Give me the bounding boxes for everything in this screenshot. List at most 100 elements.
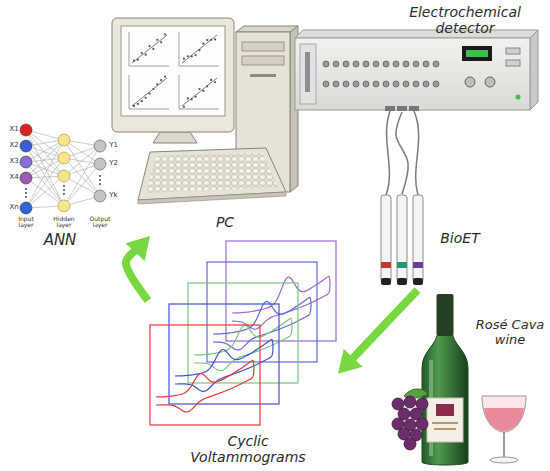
electrochemical-detector [409, 106, 419, 111]
electrochemical-detector [506, 60, 520, 66]
screen-plot [129, 109, 169, 110]
neural-network [94, 158, 106, 170]
connector-socket [383, 81, 389, 87]
screen-plot [141, 52, 143, 54]
flow-arrow [338, 290, 418, 374]
electrochemical-detector [300, 44, 316, 104]
neural-network [94, 140, 106, 152]
neural-network [20, 124, 106, 214]
connector-socket [353, 81, 359, 87]
screen-plot [206, 39, 208, 41]
layer-label: Input layer [11, 216, 41, 229]
detector-unit: Electrochemical detector [295, 2, 535, 112]
output-symbol: Y1 [108, 142, 119, 149]
electrode-cable [386, 111, 419, 195]
connector-socket [323, 61, 329, 67]
screen-plot [210, 39, 212, 41]
grapes [416, 418, 428, 430]
screen-plot [164, 75, 166, 77]
connector-socket [403, 81, 409, 87]
voltammogram [150, 241, 336, 425]
screen-plot [182, 35, 217, 63]
neural-network [63, 185, 65, 187]
node-label: BioET [430, 230, 490, 246]
electrode-cable [386, 111, 390, 195]
electrochemical-detector [397, 106, 407, 111]
screen-plot [187, 97, 189, 99]
screen-plot [202, 90, 204, 92]
neural-network [63, 193, 65, 195]
connector-socket [323, 81, 329, 87]
neural-network [58, 134, 70, 146]
grapes [392, 389, 428, 450]
input-symbol: X2 [9, 142, 19, 149]
wine-glass [490, 457, 518, 463]
neural-network [20, 140, 32, 152]
computer-monitor [112, 18, 234, 132]
wine-bottle [432, 422, 458, 424]
keyboard [138, 192, 286, 204]
keyboard [146, 153, 278, 193]
grapes [404, 438, 416, 450]
keyboard [138, 148, 286, 200]
keyboard [138, 148, 286, 204]
connector-socket [413, 81, 419, 87]
electrode-cable [396, 112, 408, 194]
grapes [404, 396, 416, 408]
connector-socket [433, 61, 439, 67]
screen-plot [160, 41, 162, 43]
layer-label: Hidden layer [49, 216, 79, 229]
screen-plot [214, 38, 216, 40]
screen-plot [195, 54, 197, 56]
screen-plot [129, 32, 169, 66]
neural-network [26, 176, 64, 208]
neural-network [25, 196, 27, 198]
screen-plot [183, 106, 185, 108]
wine-glass [503, 432, 505, 458]
neural-network [25, 188, 27, 190]
voltammogram [207, 262, 317, 362]
screen-plot [183, 58, 185, 60]
electrode [381, 195, 391, 283]
connector-socket [433, 81, 439, 87]
computer-monitor [121, 26, 225, 116]
screen-plot [191, 55, 193, 57]
input-symbol: Xn [9, 204, 19, 211]
electrochemical-detector [305, 52, 310, 92]
screen-plot [156, 83, 158, 85]
electrochemical-detector [516, 95, 521, 100]
electrochemical-detector [295, 30, 538, 38]
screen-plot [145, 97, 147, 99]
screen-plot [132, 35, 167, 63]
screen-plot [141, 100, 143, 102]
screen-plot [179, 75, 219, 109]
neural-network [26, 162, 64, 206]
connector-socket [373, 81, 379, 87]
screen-plot [137, 59, 139, 61]
neural-network [20, 124, 32, 136]
computer-unit: PC [110, 10, 292, 236]
electrode [381, 262, 391, 268]
connector-socket [403, 61, 409, 67]
screen-plot [198, 88, 200, 90]
neural-network [94, 190, 106, 202]
electrochemical-detector [462, 46, 492, 61]
screen-plot [133, 60, 135, 62]
electrode [413, 262, 423, 268]
wine-glass [482, 396, 526, 463]
node-label: PC [210, 214, 240, 230]
screen-plot [179, 32, 180, 66]
screen-plot [137, 103, 139, 105]
electrode [381, 278, 391, 285]
connector-socket [423, 81, 429, 87]
voltammogram [213, 297, 311, 350]
screen-plot [191, 98, 193, 100]
screen-plot [129, 66, 169, 67]
wine-glass [482, 396, 526, 432]
input-symbol: X1 [9, 126, 19, 133]
screen-plot [133, 105, 135, 107]
neural-network [26, 130, 64, 176]
connector-socket [323, 61, 439, 87]
electrochemical-detector [466, 50, 488, 57]
connector-socket [333, 61, 339, 67]
